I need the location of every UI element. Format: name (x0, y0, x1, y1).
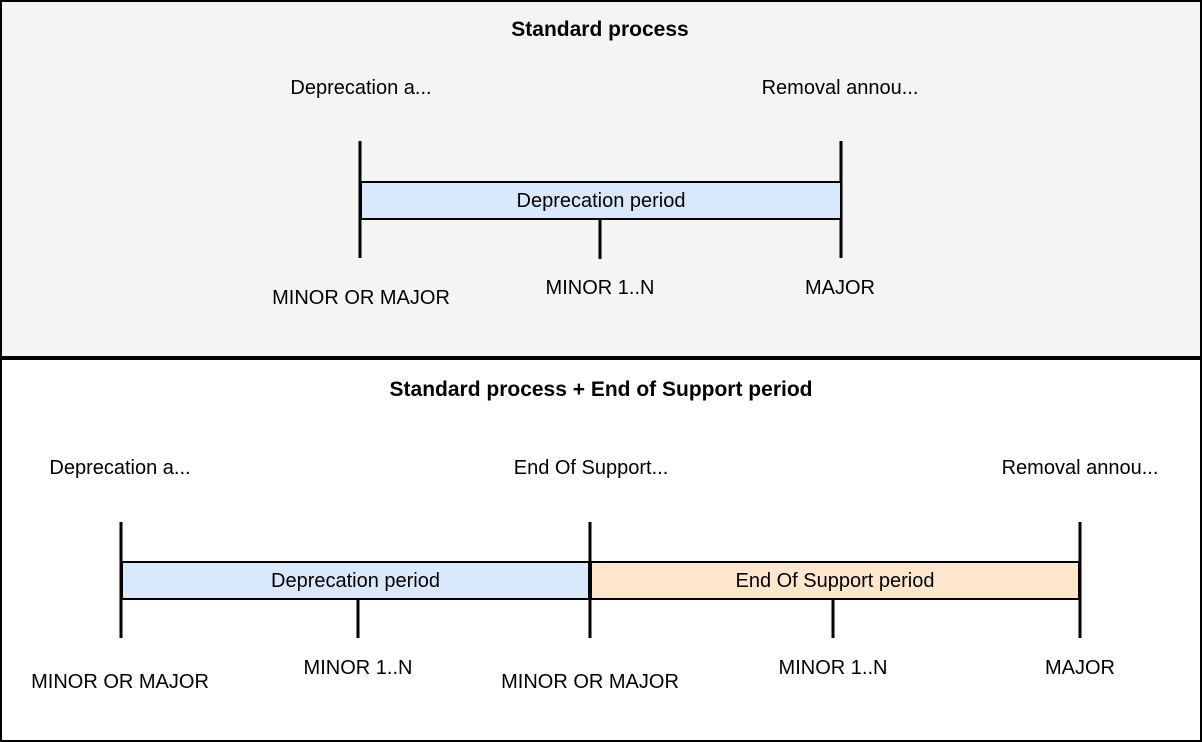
milestone-label-minor-or-major-1: MINOR OR MAJOR (31, 671, 209, 693)
timeline-tick-minor-2 (831, 600, 835, 638)
timeline-tick-end (1078, 522, 1082, 638)
timeline-tick-minor-1 (356, 600, 360, 638)
end-of-support-period-bar: End Of Support period (590, 561, 1080, 600)
end-of-support-period-bar-label: End Of Support period (735, 569, 935, 592)
event-label-deprecation-announcement: Deprecation a... (290, 77, 432, 99)
event-label-end-of-support: End Of Support... (513, 457, 669, 479)
deprecation-period-bar: Deprecation period (121, 561, 590, 600)
deprecation-period-bar-label: Deprecation period (271, 569, 440, 592)
milestone-label-minor-1-n-1: MINOR 1..N (303, 657, 413, 679)
event-label-deprecation-announcement: Deprecation a... (49, 457, 191, 479)
event-label-removal-announcement: Removal annou... (1001, 457, 1159, 479)
milestone-label-minor-or-major: MINOR OR MAJOR (272, 287, 450, 309)
standard-process-panel: Standard process Deprecation a... Remova… (0, 0, 1202, 358)
panel-title: Standard process (511, 18, 689, 41)
milestone-label-minor-or-major-2: MINOR OR MAJOR (501, 671, 679, 693)
panel-title: Standard process + End of Support period (389, 378, 813, 401)
event-label-removal-announcement: Removal annou... (761, 77, 919, 99)
milestone-label-major: MAJOR (805, 277, 875, 299)
milestone-label-major: MAJOR (1045, 657, 1115, 679)
timeline-tick-minor (598, 220, 602, 259)
milestone-label-minor-1-n: MINOR 1..N (545, 277, 655, 299)
deprecation-period-bar: Deprecation period (360, 181, 842, 220)
standard-process-eos-panel: Standard process + End of Support period… (0, 358, 1202, 742)
milestone-label-minor-1-n-2: MINOR 1..N (778, 657, 888, 679)
deprecation-period-bar-label: Deprecation period (516, 189, 686, 212)
